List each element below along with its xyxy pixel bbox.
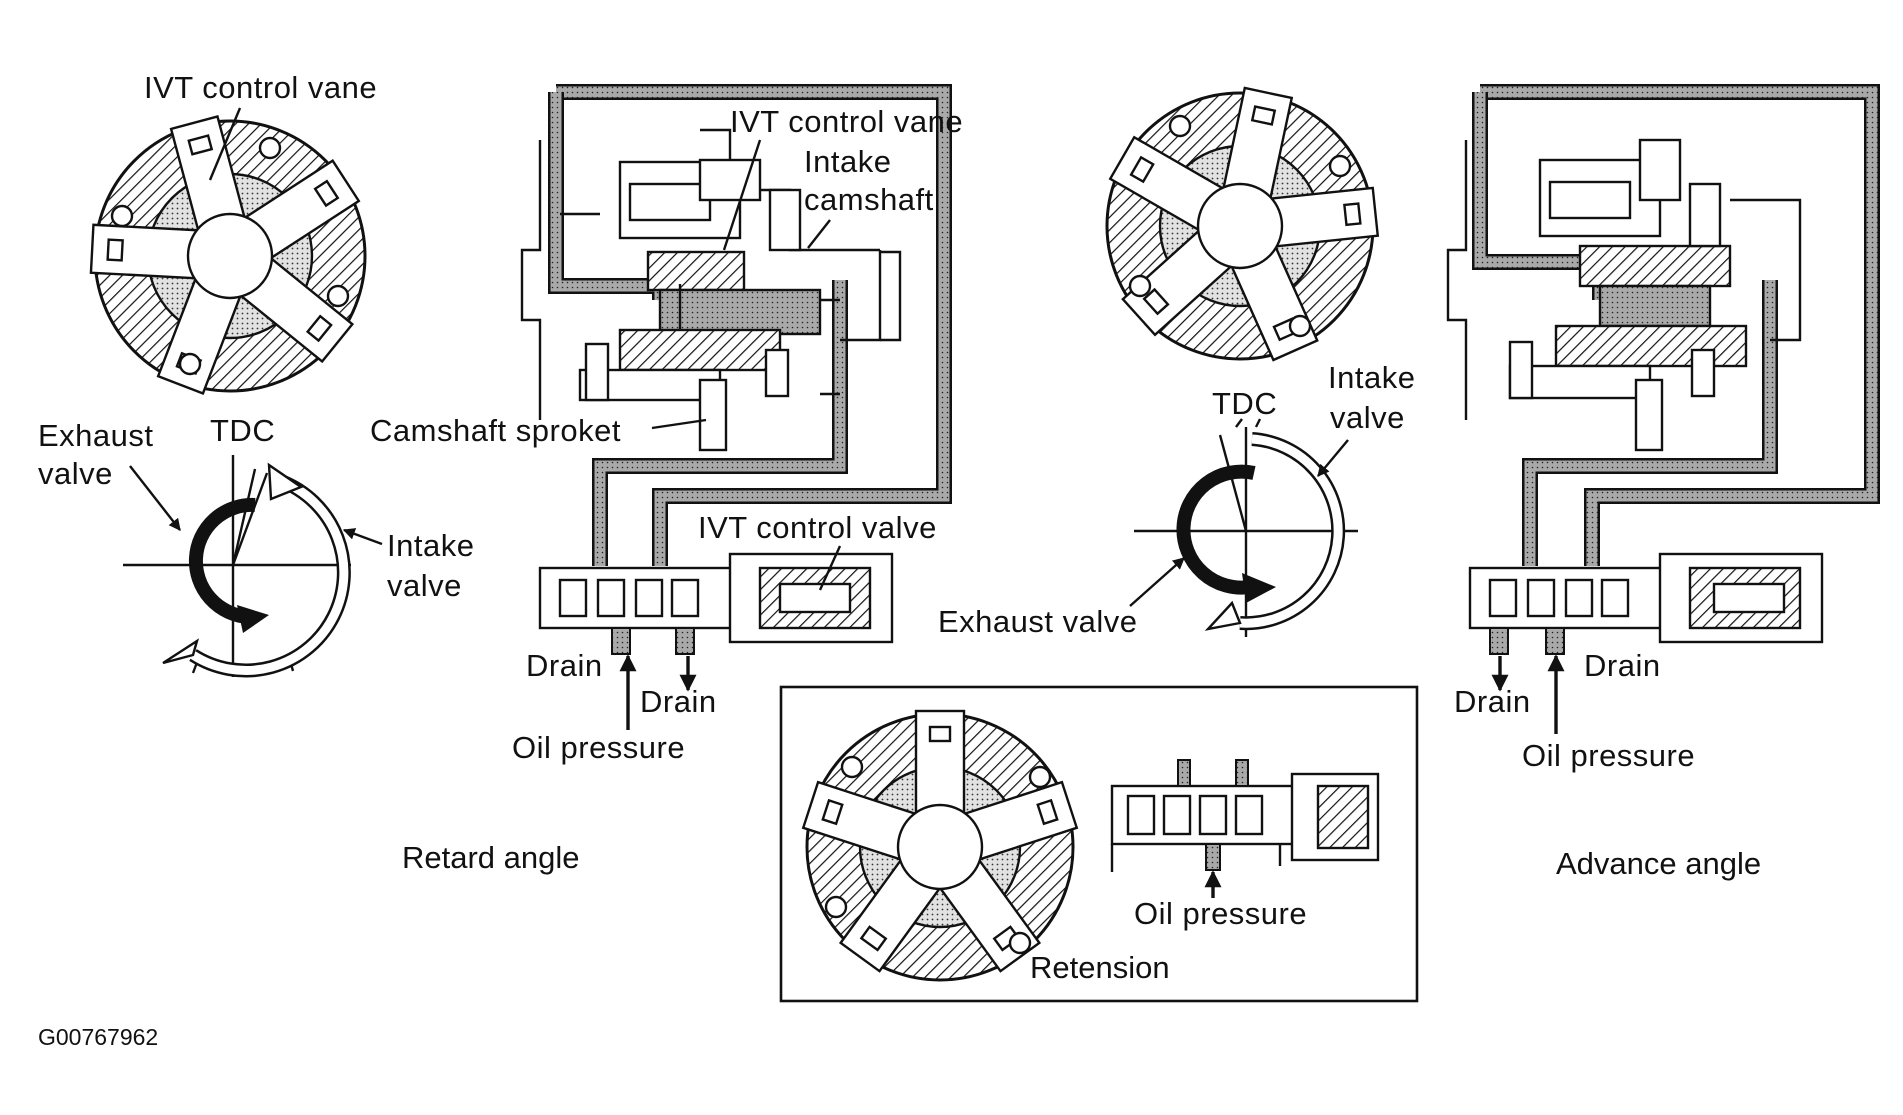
figure-id: G00767962 [38,1024,158,1050]
retard-intake-camshaft-label-2: camshaft [804,182,934,217]
retard-caption: Retard angle [402,840,580,875]
retard-exhaust-leader [129,465,181,531]
retard-exhaust-label-1: Exhaust [38,418,154,453]
retard-intake-label-1: Intake [387,528,474,563]
advance-drain-2-label: Drain [1584,648,1661,683]
advance-exhaust-leader [1129,557,1185,607]
retard-ivt-control-vane-label: IVT control vane [144,70,377,105]
retension-caption: Retension [1030,950,1170,985]
retard-camshaft-assembly [520,84,952,566]
retension-control-valve-icon [1110,759,1380,872]
retard-drain-1-label: Drain [526,648,603,683]
retard-intake-label-2: valve [387,568,462,603]
retard-intake-leader [342,528,383,546]
retard-angle-section: IVT control vane TDC Exhaust valve Intak… [38,70,963,875]
advance-tdc-label: TDC [1212,386,1277,421]
retard-drain-2-label: Drain [640,684,717,719]
retard-intake-camshaft-label-1: Intake [804,144,891,179]
advance-oil-pressure-label: Oil pressure [1522,738,1695,773]
retard-camshaft-sprocket-label: Camshaft sproket [370,413,621,448]
retard-sprocket-leader [651,418,707,430]
advance-exhaust-label: Exhaust valve [938,604,1138,639]
retard-tdc-label: TDC [210,413,275,448]
retard-exhaust-label-2: valve [38,456,113,491]
advance-valve-timing-icon [1134,418,1358,637]
retension-vane-rotor-icon [801,709,1079,982]
advance-intake-label-2: valve [1330,400,1405,435]
retard-ivt-control-valve-label: IVT control valve [698,510,937,545]
retension-section: Oil pressure Retension [779,685,1419,1003]
retard-camshaft-leader [807,219,831,249]
advance-camshaft-assembly [1446,84,1880,566]
retard-valve-timing-icon [123,455,351,678]
retard-oil-pressure-label: Oil pressure [512,730,685,765]
retard-vane-leader [208,107,242,181]
advance-drain-1-label: Drain [1454,684,1531,719]
advance-intake-leader [1317,439,1349,477]
advance-caption: Advance angle [1556,846,1761,881]
advance-angle-section: TDC Intake valve Exhaust valve [938,84,1880,881]
retard-ivt-control-vane-2-label: IVT control vane [730,104,963,139]
advance-control-valve-icon [1468,552,1824,655]
retard-vane2-leader [722,139,762,251]
advance-intake-label-1: Intake [1328,360,1415,395]
retard-vane-rotor-icon [89,115,367,395]
retard-valve-leader [818,545,842,591]
advance-vane-rotor-icon [1105,86,1380,362]
retension-oil-pressure-label: Oil pressure [1134,896,1307,931]
retard-control-valve-icon [538,552,894,655]
